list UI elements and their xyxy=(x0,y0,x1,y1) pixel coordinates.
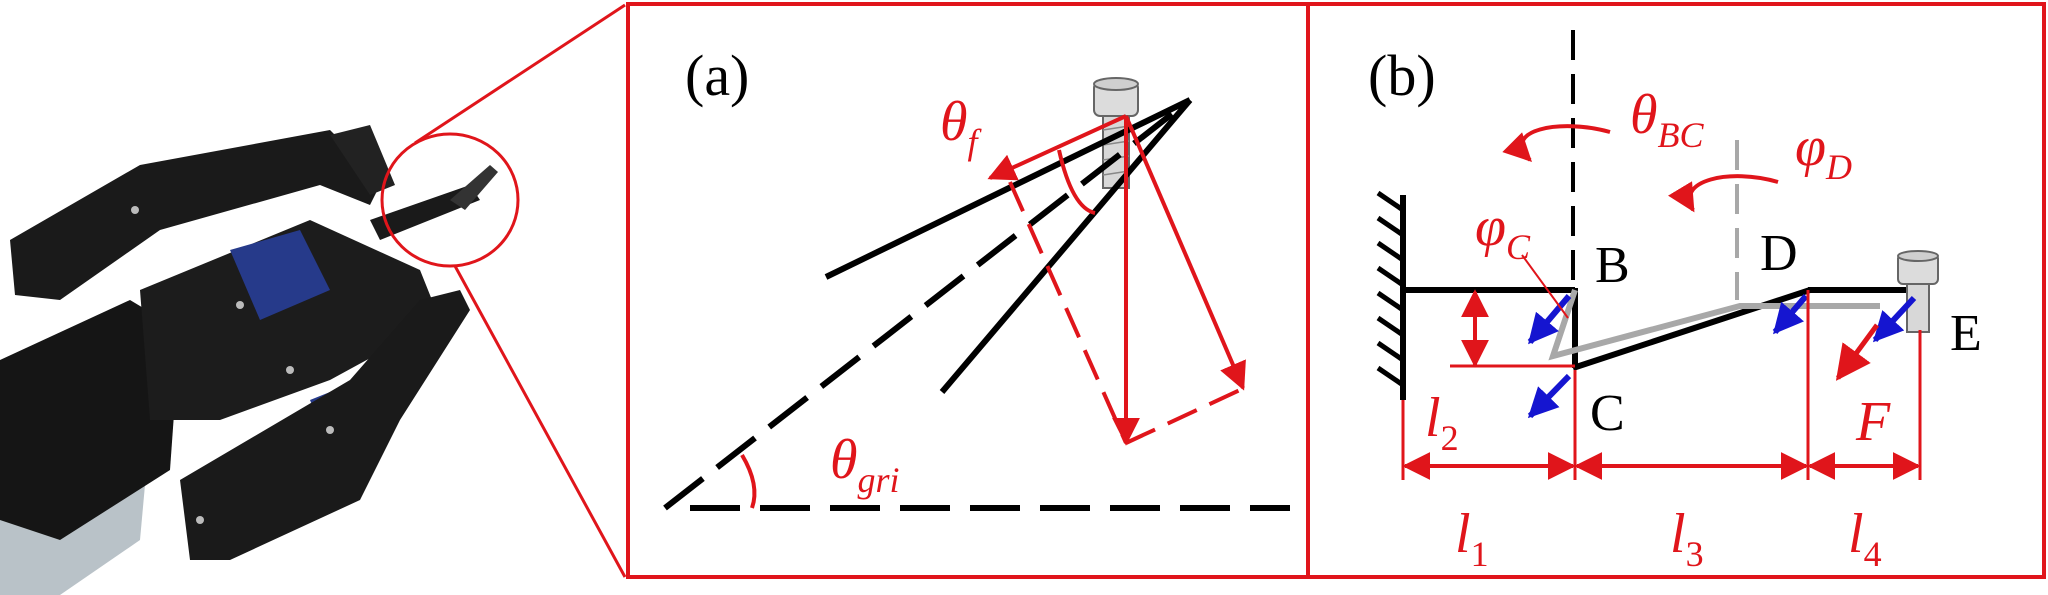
construction-line xyxy=(1008,181,1128,444)
force-component-tangential xyxy=(987,114,1127,181)
screw-e-icon xyxy=(1897,250,1939,333)
force-resultant xyxy=(1124,115,1246,391)
phi-c-label: φC xyxy=(1475,196,1531,267)
phi-d-rotation-icon xyxy=(1668,174,1779,213)
zoom-circle xyxy=(380,132,520,268)
ghost-link xyxy=(1548,289,1880,361)
theta-f-arc xyxy=(1057,149,1096,215)
fixed-wall xyxy=(1376,190,1406,400)
point-c-label: C xyxy=(1590,385,1625,442)
l2-label: l2 xyxy=(1425,387,1459,458)
l3-label: l3 xyxy=(1670,503,1704,574)
panel-a-label: (a) xyxy=(685,43,749,108)
point-d-label: D xyxy=(1760,225,1798,282)
theta-bc-rotation-icon xyxy=(1502,124,1611,162)
point-e-label: E xyxy=(1950,305,1982,362)
panel-b: (b) xyxy=(1368,30,1982,574)
panel-a: (a) θf θgri xyxy=(663,43,1290,511)
phi-c-pointer xyxy=(1521,254,1569,319)
zoom-line-top xyxy=(414,3,626,145)
lower-finger xyxy=(180,290,470,560)
finger-line-lower xyxy=(939,98,1193,394)
force-vector-c xyxy=(1527,373,1572,419)
force-f-label: F xyxy=(1855,391,1891,453)
panel-b-frame xyxy=(1306,2,2046,579)
gripper-photo xyxy=(0,0,627,595)
theta-gri-arc xyxy=(740,453,757,509)
theta-gri-label: θgri xyxy=(830,429,900,500)
finger-line-upper xyxy=(824,97,1192,280)
theta-bc-label: θBC xyxy=(1630,84,1705,155)
force-f-arrow xyxy=(1835,323,1880,381)
force-vector-d xyxy=(1772,294,1809,335)
l1-label: l1 xyxy=(1455,503,1489,574)
zoom-line-bottom xyxy=(453,265,627,578)
upper-finger xyxy=(10,130,380,300)
finger-centerline xyxy=(663,97,1192,511)
l4-label: l4 xyxy=(1848,503,1882,574)
theta-f-label: θf xyxy=(940,91,983,162)
point-b-label: B xyxy=(1595,237,1630,294)
panel-b-label: (b) xyxy=(1368,43,1436,108)
force-vector-e xyxy=(1872,295,1917,343)
camera-body xyxy=(0,300,180,540)
gripper-palm xyxy=(140,220,440,420)
blue-gear xyxy=(230,230,330,320)
force-vector-b xyxy=(1527,294,1572,345)
construction-line-2 xyxy=(1125,388,1241,445)
phi-d-label: φD xyxy=(1795,116,1852,187)
